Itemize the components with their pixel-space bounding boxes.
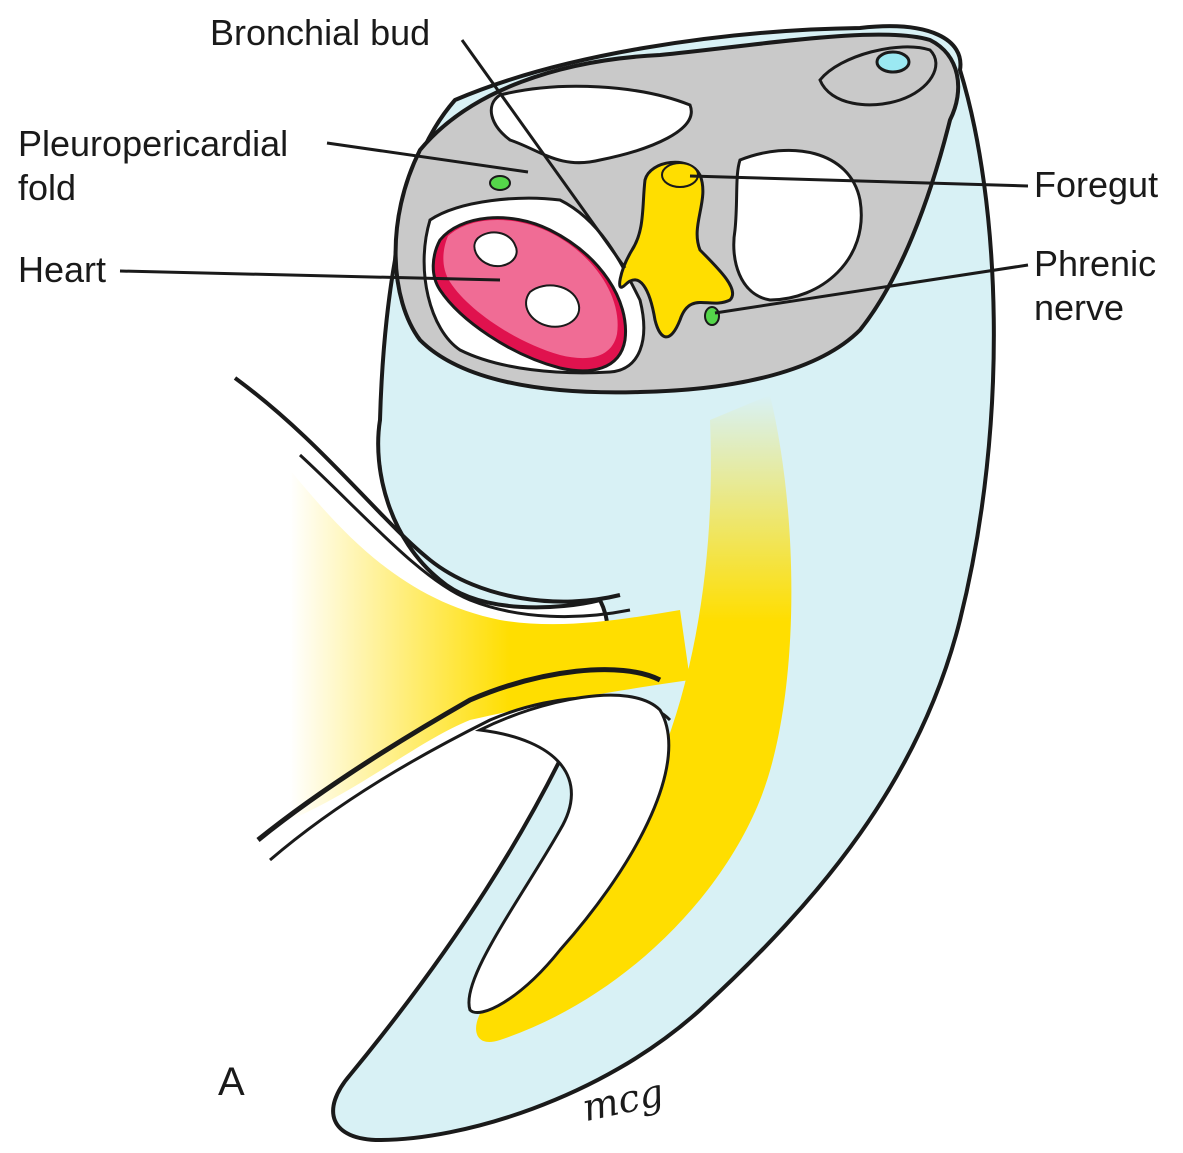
- panel-letter: A: [218, 1060, 245, 1105]
- phrenic-nerve-left: [490, 176, 510, 190]
- label-phrenic-nerve-line1: Phrenic: [1034, 244, 1156, 284]
- label-foregut: Foregut: [1034, 165, 1158, 205]
- label-bronchial-bud: Bronchial bud: [210, 13, 430, 53]
- label-phrenic-nerve-line2: nerve: [1034, 288, 1124, 328]
- aorta: [877, 52, 909, 72]
- heart-lumen-2: [526, 285, 579, 326]
- label-heart: Heart: [18, 250, 106, 290]
- phrenic-nerve-right: [705, 307, 719, 325]
- label-pleuropericardial-fold-line2: fold: [18, 168, 76, 208]
- label-pleuropericardial-fold-line1: Pleuropericardial: [18, 124, 288, 164]
